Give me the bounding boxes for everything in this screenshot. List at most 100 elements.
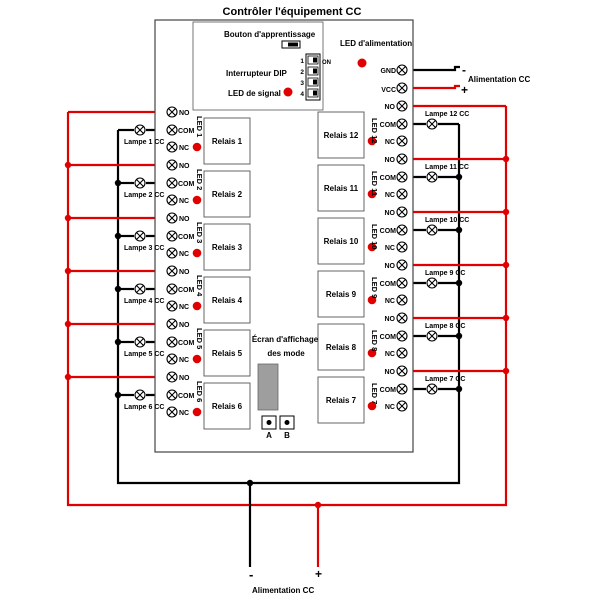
left-lamp-label-3: Lampe 3 CC <box>124 245 164 252</box>
right-lamp-label-5: Lampe 8 CC <box>425 323 465 330</box>
power-led <box>357 58 367 68</box>
dip-number-2: 2 <box>300 69 304 76</box>
left-no-label-2: NO <box>179 163 190 170</box>
dip-number-1: 1 <box>300 58 304 65</box>
left-lamp-5-cross-b <box>136 338 144 346</box>
left-relay-label-6: Relais 6 <box>212 402 243 411</box>
left-com-terminal-3 <box>166 230 178 242</box>
dip-lever-4 <box>313 90 317 96</box>
right-relay-box-2 <box>317 164 365 212</box>
left-negative-junction-5 <box>114 338 122 346</box>
button-a-label: A <box>266 431 272 440</box>
right-com-label-5: COM <box>380 334 397 341</box>
right-com-terminal-1-cross-b <box>398 120 406 128</box>
left-led-4 <box>192 301 202 311</box>
dc-power-top-plus: + <box>461 83 468 97</box>
right-no-terminal-6-cross-b <box>398 367 406 375</box>
diagram-title: Contrôler l'équipement CC <box>223 6 362 18</box>
right-no-label-1: NO <box>385 104 396 111</box>
left-negative-junction-3 <box>114 232 122 240</box>
left-lamp-4-cross-b <box>136 285 144 293</box>
right-lamp-1 <box>426 118 438 130</box>
right-no-terminal-2 <box>396 153 408 165</box>
positive-bus-junction <box>314 501 322 509</box>
right-com-label-3: COM <box>380 228 397 235</box>
left-led-label-4: LED 4 <box>195 275 204 297</box>
left-nc-terminal-1-cross-b <box>168 143 176 151</box>
right-led-label-4: LED 9 <box>370 277 379 298</box>
left-relay-box-2 <box>203 170 251 218</box>
learning-button-label: Bouton d'apprentissage <box>224 30 316 39</box>
right-com-terminal-6-cross-b <box>398 385 406 393</box>
left-com-terminal-4-cross-b <box>168 285 176 293</box>
right-led-4 <box>367 295 377 305</box>
right-lamp-6-cross-b <box>428 385 436 393</box>
right-led-label-3: LED 10 <box>370 224 379 249</box>
left-nc-label-1: NC <box>179 145 189 152</box>
right-relay-label-5: Relais 8 <box>326 343 357 352</box>
left-lamp-4 <box>134 283 146 295</box>
right-relay-box-4 <box>317 270 365 318</box>
right-nc-terminal-6 <box>396 400 408 412</box>
dc-power-bottom-label: Alimentation CC <box>252 586 314 595</box>
left-led-5 <box>192 354 202 364</box>
right-no-terminal-3-cross-b <box>398 208 406 216</box>
right-nc-label-6: NC <box>385 404 395 411</box>
right-no-terminal-1-cross-b <box>398 102 406 110</box>
right-lamp-label-3: Lampe 10 CC <box>425 217 469 224</box>
left-nc-label-2: NC <box>179 198 189 205</box>
dc-power-bottom-plus: + <box>315 567 322 581</box>
left-no-label-5: NO <box>179 322 190 329</box>
left-com-label-2: COM <box>178 181 195 188</box>
dip-switch[interactable] <box>305 53 321 101</box>
left-com-terminal-5-cross-b <box>168 338 176 346</box>
signal-led <box>283 87 293 97</box>
right-no-label-4: NO <box>385 263 396 270</box>
right-relay-label-2: Relais 11 <box>324 184 359 193</box>
left-no-terminal-6-cross-b <box>168 373 176 381</box>
right-nc-terminal-5 <box>396 347 408 359</box>
left-no-terminal-4 <box>166 265 178 277</box>
left-nc-terminal-4-cross-b <box>168 302 176 310</box>
left-positive-junction-3 <box>64 214 72 222</box>
right-led-5 <box>367 348 377 358</box>
left-relay-box-3 <box>203 223 251 271</box>
right-com-terminal-6 <box>396 383 408 395</box>
control-panel-box <box>192 21 324 111</box>
left-no-terminal-6 <box>166 371 178 383</box>
left-led-label-2: LED 2 <box>195 169 204 190</box>
right-nc-terminal-3-cross-b <box>398 243 406 251</box>
left-lamp-label-2: Lampe 2 CC <box>124 192 164 199</box>
components-layer <box>64 55 510 509</box>
right-no-label-5: NO <box>385 316 396 323</box>
right-lamp-3 <box>426 224 438 236</box>
left-led-1 <box>192 142 202 152</box>
gnd-wire <box>406 65 460 72</box>
vcc-label: VCC <box>381 87 396 94</box>
right-nc-terminal-5-cross-b <box>398 349 406 357</box>
right-positive-junction-5 <box>502 314 510 322</box>
left-nc-terminal-2 <box>166 194 178 206</box>
right-nc-terminal-1-cross-b <box>398 137 406 145</box>
dc-power-bottom-minus: - <box>249 567 253 582</box>
gnd-terminal-cross-b <box>398 66 406 74</box>
right-no-terminal-5-cross-b <box>398 314 406 322</box>
left-com-label-1: COM <box>178 128 195 135</box>
right-led-3 <box>367 242 377 252</box>
left-positive-junction-4 <box>64 267 72 275</box>
negative-bus-junction <box>246 479 254 487</box>
right-lamp-4 <box>426 277 438 289</box>
mode-display-screen <box>257 363 279 411</box>
right-com-terminal-2 <box>396 171 408 183</box>
left-relay-box-4 <box>203 276 251 324</box>
right-no-terminal-5 <box>396 312 408 324</box>
right-lamp-5-cross-b <box>428 332 436 340</box>
right-com-terminal-4-cross-b <box>398 279 406 287</box>
left-no-terminal-2 <box>166 159 178 171</box>
left-relay-box-5 <box>203 329 251 377</box>
left-lamp-label-5: Lampe 5 CC <box>124 351 164 358</box>
vcc-wire <box>406 84 460 90</box>
left-nc-terminal-3-cross-b <box>168 249 176 257</box>
right-relay-box-5 <box>317 323 365 371</box>
